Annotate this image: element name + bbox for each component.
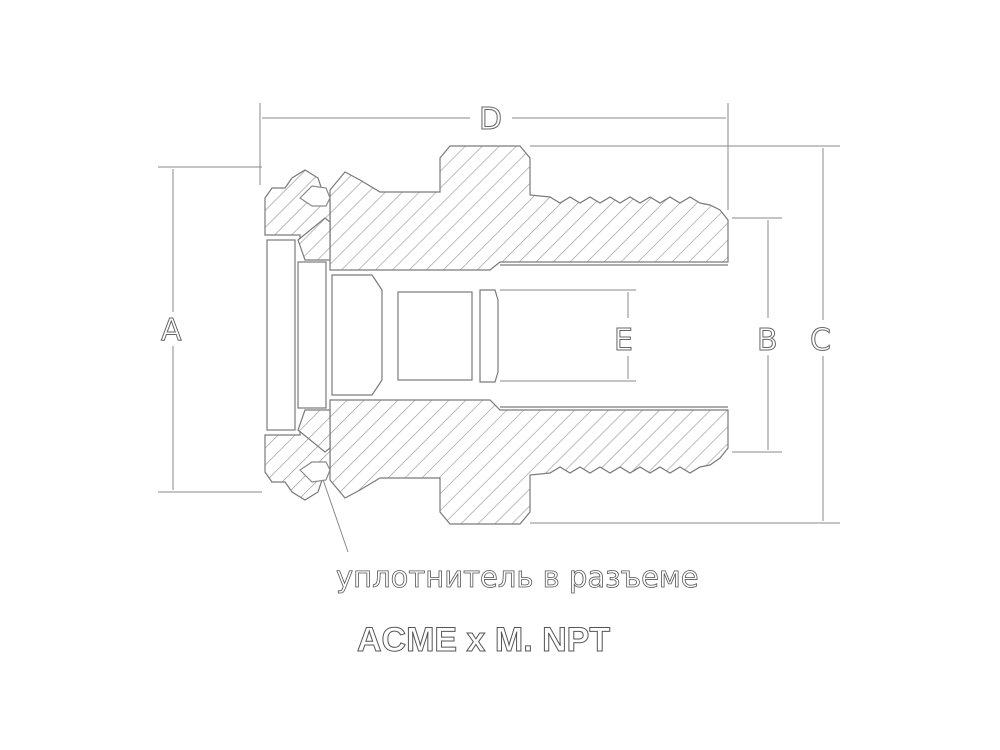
body-lower-half (264, 399, 729, 525)
dimension-label-d: D (479, 102, 502, 137)
seal-ring (299, 185, 331, 483)
body-upper-half (264, 145, 729, 271)
dimension-label-c: C (810, 323, 831, 358)
fitting-title: ACME x M. NPT (357, 621, 610, 659)
seal-label: уплотнитель в разъеме (336, 560, 699, 594)
bore-outlines (266, 239, 728, 431)
dimension-label-e: E (614, 323, 633, 358)
dimension-label-a: A (161, 313, 182, 348)
dimension-label-b: B (757, 323, 778, 358)
dimension-lines (158, 103, 840, 553)
